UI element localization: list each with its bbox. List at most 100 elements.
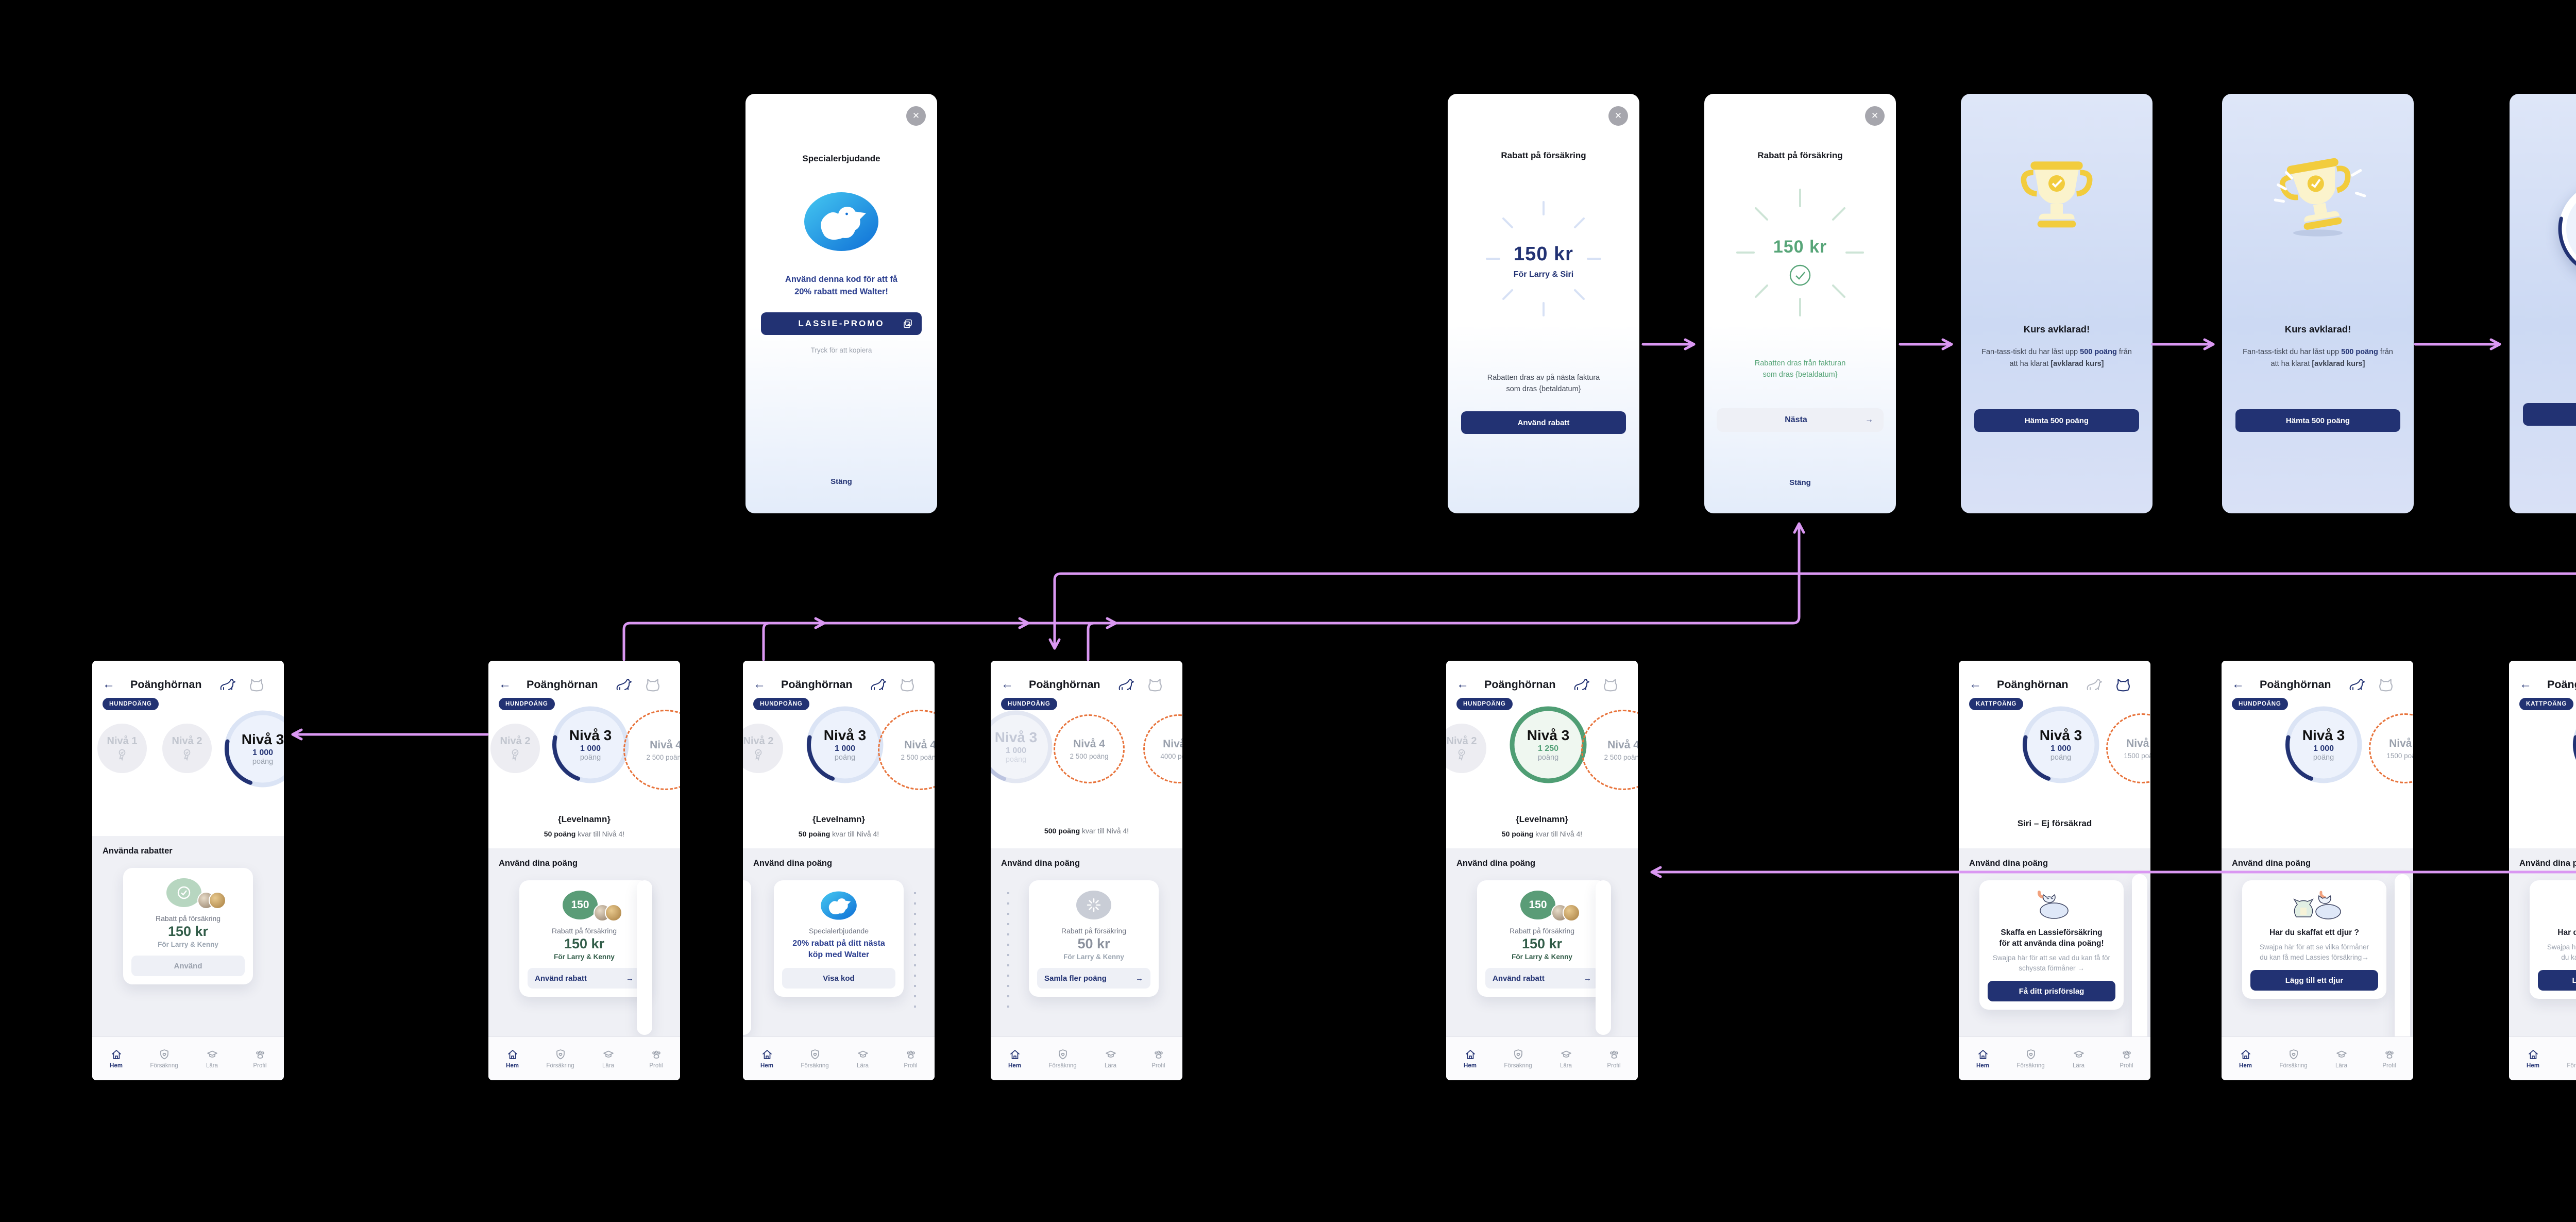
points-type-badge: HUNDPOÄNG — [499, 698, 555, 710]
nav-profil[interactable]: Profil — [887, 1037, 935, 1080]
nav-profil[interactable]: Profil — [632, 1037, 680, 1080]
nav-lara[interactable]: Lära — [839, 1037, 887, 1080]
nav-lara[interactable]: Lära — [584, 1037, 632, 1080]
claim-points-button[interactable]: Hämta 500 poäng — [2235, 409, 2400, 432]
home-icon — [1010, 1050, 1020, 1059]
cat-tab-icon[interactable] — [2377, 677, 2395, 692]
close-icon[interactable]: ✕ — [1608, 106, 1628, 126]
section-title: Använd dina poäng — [499, 859, 578, 868]
nav-forsakring[interactable]: Försäkring — [536, 1037, 584, 1080]
nav-profil[interactable]: Profil — [1134, 1037, 1182, 1080]
level-name: {Levelnamn} — [1515, 814, 1569, 824]
modal-title: Rabatt på försäkring — [1501, 150, 1586, 160]
nav-hem[interactable]: Hem — [92, 1037, 140, 1080]
nav-hem[interactable]: Hem — [743, 1037, 791, 1080]
add-cat-button[interactable]: Lägg till din katt — [2538, 970, 2576, 991]
back-icon[interactable]: ← — [499, 677, 511, 691]
nav-lara[interactable]: Lära — [2317, 1037, 2365, 1080]
nav-forsakring[interactable]: Försäkring — [2557, 1037, 2576, 1080]
section-title: Använd dina poäng — [753, 859, 833, 868]
see-points-button[interactable]: Se mina poäng — [2523, 403, 2576, 426]
pet-avatar — [209, 892, 226, 909]
back-icon[interactable]: ← — [753, 677, 766, 691]
back-icon[interactable]: ← — [1001, 677, 1013, 691]
nav-hem[interactable]: Hem — [1446, 1037, 1494, 1080]
cat-tab-icon[interactable] — [248, 677, 265, 692]
nav-lara[interactable]: Lära — [1542, 1037, 1590, 1080]
screen-special-offer: ✕ Specialerbjudande Använd denna kod för… — [745, 94, 937, 513]
paw-icon — [2122, 1050, 2131, 1059]
home-icon — [2528, 1050, 2538, 1059]
dog-tab-icon[interactable] — [2348, 677, 2366, 692]
cat-tab-icon[interactable] — [2114, 677, 2132, 692]
course-body: Fan-tass-tiskt du har låst upp — [1981, 348, 2080, 356]
nav-forsakring[interactable]: Försäkring — [1039, 1037, 1087, 1080]
cat-tab-icon[interactable] — [644, 677, 662, 692]
close-link[interactable]: Stäng — [1789, 478, 1811, 487]
nav-forsakring[interactable]: Försäkring — [2269, 1037, 2317, 1080]
dog-tab-icon[interactable] — [615, 677, 633, 692]
medal-icon — [183, 749, 191, 761]
dog-tab-icon[interactable] — [1117, 677, 1135, 692]
close-icon[interactable]: ✕ — [1865, 106, 1885, 126]
cat-tab-icon[interactable] — [1146, 677, 1164, 692]
get-quote-button[interactable]: Få ditt prisförslag — [1988, 981, 2115, 1001]
bottom-nav: Hem Försäkring Lära Profil — [2509, 1036, 2576, 1080]
dog-tab-icon[interactable] — [1573, 677, 1590, 692]
use-discount-button[interactable]: Använd rabatt→ — [528, 968, 641, 989]
add-pet-button[interactable]: Lägg till ett djur — [2250, 970, 2378, 991]
collect-points-button[interactable]: Samla fler poäng→ — [1037, 968, 1150, 989]
nav-lara[interactable]: Lära — [1087, 1037, 1134, 1080]
section-title: Använda rabatter — [103, 846, 173, 856]
home-icon — [111, 1050, 121, 1059]
page-title: Poänghörnan — [2547, 678, 2576, 691]
dog-tab-icon[interactable] — [2086, 677, 2103, 692]
close-link[interactable]: Stäng — [831, 477, 852, 486]
back-icon[interactable]: ← — [2232, 677, 2244, 691]
nav-lara[interactable]: Lära — [188, 1037, 236, 1080]
nav-profil[interactable]: Profil — [2103, 1037, 2150, 1080]
nav-profil[interactable]: Profil — [1590, 1037, 1638, 1080]
use-discount-button[interactable]: Använd rabatt→ — [1485, 968, 1599, 989]
nav-hem[interactable]: Hem — [1959, 1037, 2007, 1080]
nav-forsakring[interactable]: Försäkring — [2007, 1037, 2055, 1080]
nav-forsakring[interactable]: Försäkring — [1494, 1037, 1542, 1080]
nav-forsakring[interactable]: Försäkring — [791, 1037, 839, 1080]
nav-hem[interactable]: Hem — [991, 1037, 1039, 1080]
back-icon[interactable]: ← — [1969, 677, 1981, 691]
use-discount-button[interactable]: Använd rabatt — [1461, 411, 1626, 434]
nav-hem[interactable]: Hem — [2509, 1037, 2557, 1080]
dog-tab-icon[interactable] — [870, 677, 887, 692]
close-icon[interactable]: ✕ — [906, 106, 926, 126]
show-code-button[interactable]: Visa kod — [782, 968, 895, 989]
dog-and-cat-illustration — [2293, 891, 2341, 919]
bottom-nav: Hem Försäkring Lära Profil — [488, 1036, 680, 1080]
promo-code-button[interactable]: LASSIE-PROMO — [761, 312, 922, 335]
claim-points-button[interactable]: Hämta 500 poäng — [1974, 409, 2139, 432]
page-title: Poänghörnan — [1029, 678, 1100, 691]
nav-hem[interactable]: Hem — [2222, 1037, 2269, 1080]
next-button[interactable]: Nästa → — [1717, 408, 1884, 432]
page-title: Poänghörnan — [1484, 678, 1556, 691]
cat-tab-icon[interactable] — [1602, 677, 1619, 692]
scroll-dots — [914, 892, 916, 1013]
back-icon[interactable]: ← — [103, 677, 115, 691]
card-amount: 150 kr — [1521, 936, 1563, 951]
use-button[interactable]: Använd — [131, 956, 245, 976]
nav-forsakring[interactable]: Försäkring — [140, 1037, 188, 1080]
nav-profil[interactable]: Profil — [236, 1037, 284, 1080]
add-pet-card: Har du skaffat ett djur ? Swajpa här för… — [2242, 880, 2386, 999]
back-icon[interactable]: ← — [1456, 677, 1469, 691]
progress-note: 50 poäng kvar till Nivå 4! — [544, 830, 625, 838]
nav-profil[interactable]: Profil — [2365, 1037, 2413, 1080]
nav-lara[interactable]: Lära — [2055, 1037, 2103, 1080]
cat-tab-icon[interactable] — [899, 677, 916, 692]
dog-tab-icon[interactable] — [219, 677, 236, 692]
back-icon[interactable]: ← — [2519, 677, 2532, 691]
card-title: Rabatt på försäkring — [1509, 927, 1575, 935]
points-badge: 150 — [1520, 891, 1555, 919]
nav-hem[interactable]: Hem — [488, 1037, 536, 1080]
level-4-circle-locked: Nivå 42 500 poäng — [1581, 710, 1638, 790]
